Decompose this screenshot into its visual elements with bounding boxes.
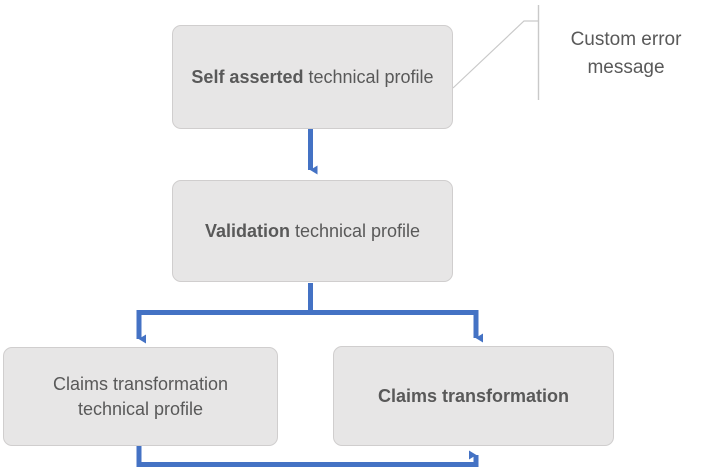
node-claims-transformation-technical-profile[interactable]: Claims transformation technical profile xyxy=(3,347,278,446)
connector-validation-to-claims-transformation xyxy=(310,310,484,343)
callout-line-2: message xyxy=(587,56,665,78)
connector-claims-transformation-technical-profile-to-claims-transformation xyxy=(136,446,479,467)
node-self-asserted-label: Self asserted technical profile xyxy=(191,65,433,90)
node-claims-transformation-label: Claims transformation xyxy=(377,385,570,406)
callout-leader-line xyxy=(452,5,540,100)
connector-validation-to-claims-transformation-technical-profile xyxy=(136,283,313,344)
node-self-asserted-label-bold: Self asserted xyxy=(191,66,304,87)
node-self-asserted-label-rest: technical profile xyxy=(303,66,434,87)
node-claims-transformation[interactable]: Claims transformation xyxy=(333,346,614,446)
node-validation-technical-profile[interactable]: Validation technical profile xyxy=(172,180,453,282)
node-claims-transformation-technical-profile-label: Claims transformation technical profile xyxy=(52,373,229,419)
node-self-asserted-technical-profile[interactable]: Self asserted technical profile xyxy=(172,25,453,129)
node-validation-label: Validation technical profile xyxy=(205,219,420,244)
callout-custom-error-message: Custom error message xyxy=(556,26,696,81)
node-validation-label-rest: technical profile xyxy=(289,220,421,241)
callout-line-1: Custom error xyxy=(570,29,682,50)
node-validation-label-bold: Validation xyxy=(204,220,290,241)
